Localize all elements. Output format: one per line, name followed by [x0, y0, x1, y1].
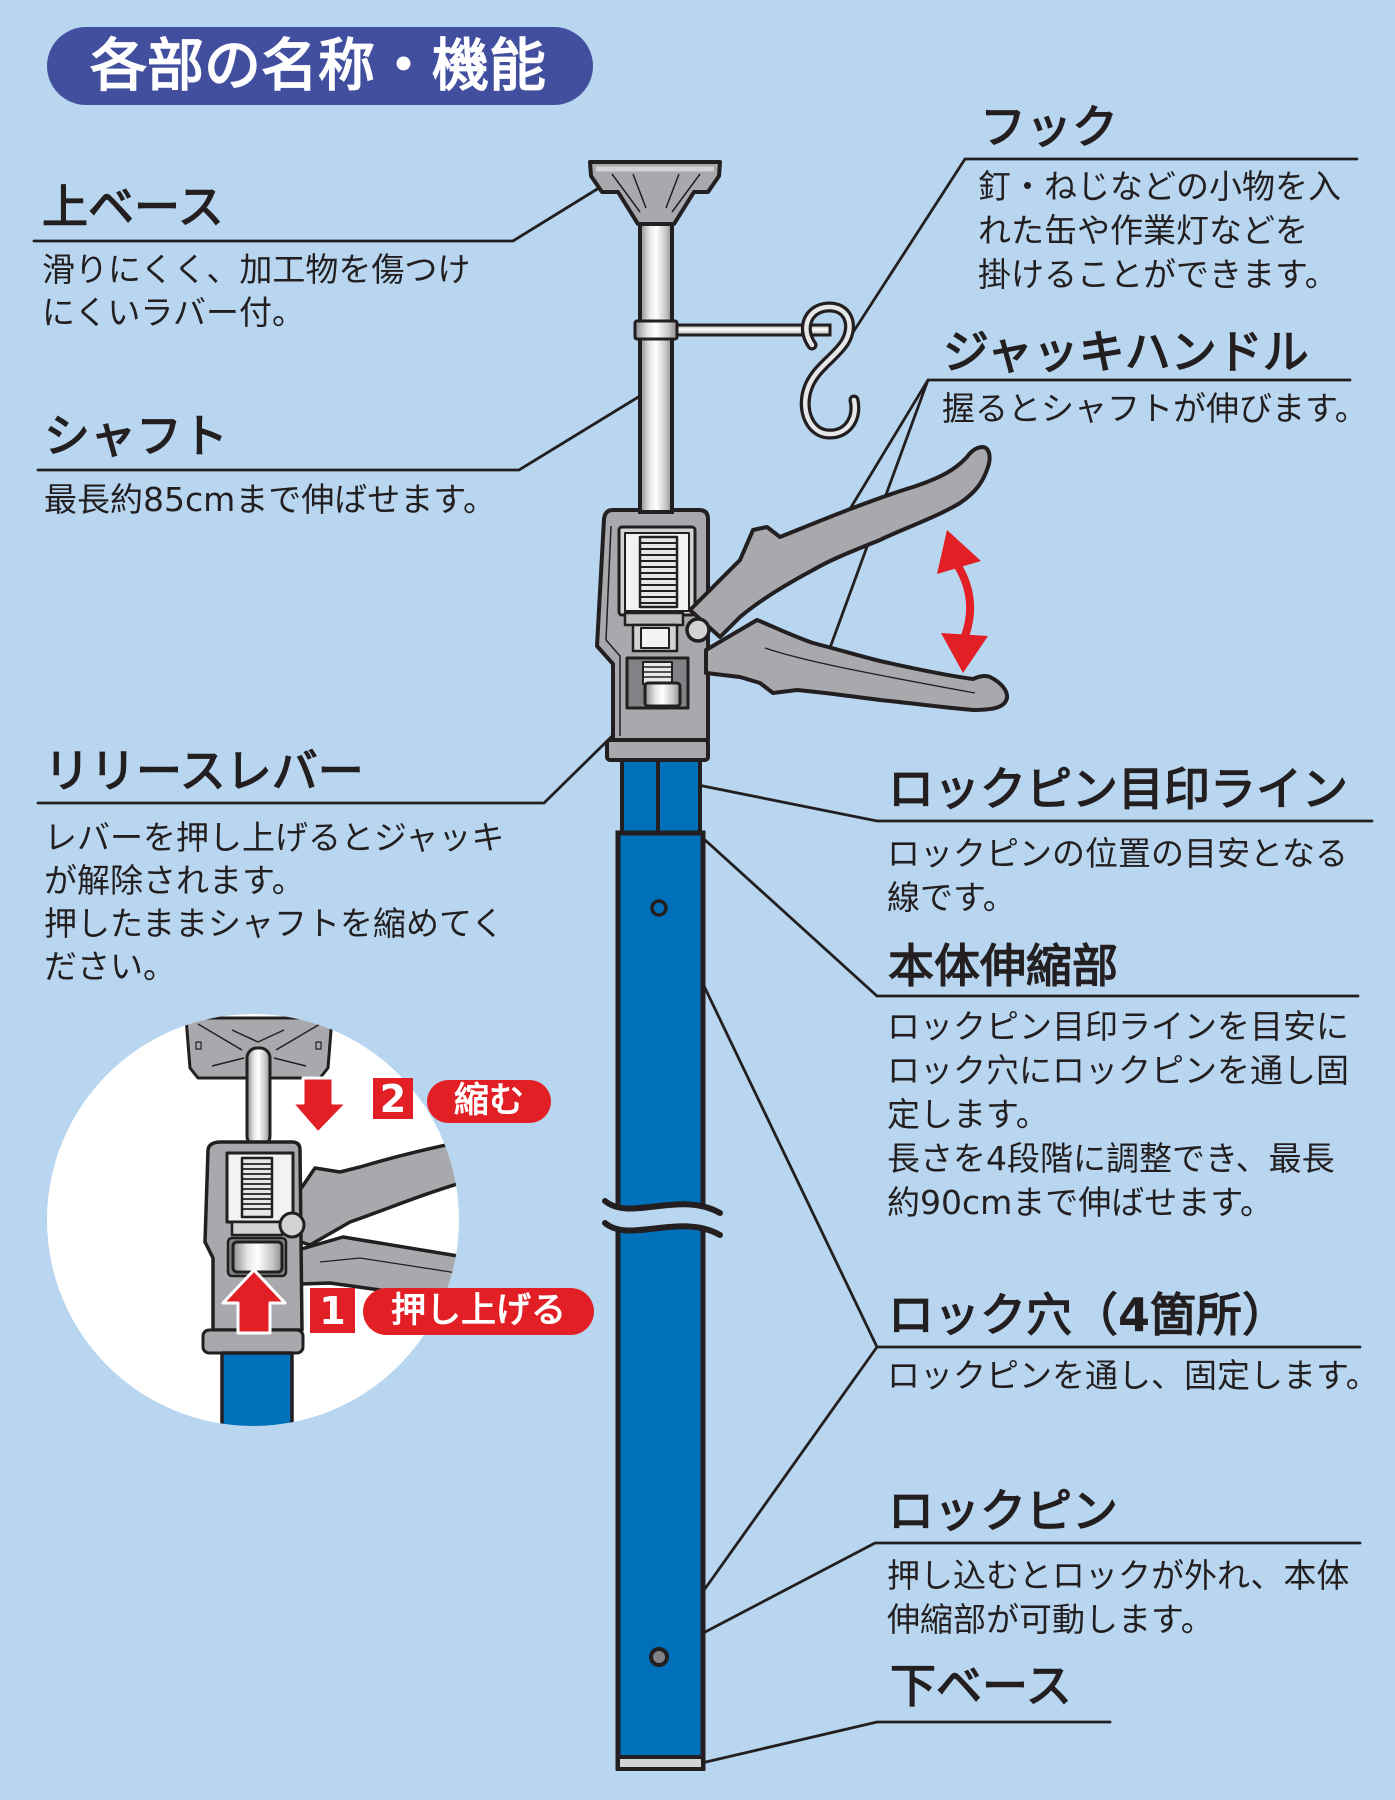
body-line: 線です。 [887, 878, 1016, 917]
body-line: 最長約85cmまで伸ばせます。 [44, 480, 496, 519]
inset-spring [240, 1156, 274, 1219]
lock-pin [649, 1647, 669, 1667]
body-line: 押し込むとロックが外れ、本体 [887, 1556, 1350, 1595]
lower-base [616, 1755, 705, 1771]
label-hook-heading: フック [980, 100, 1118, 154]
label-lock-pin-mark-line-heading: ロックピン目印ライン [888, 762, 1348, 816]
bolt [642, 661, 673, 685]
leader-line-lower-base [691, 1720, 1112, 1767]
inset-pivot-pin [278, 1211, 306, 1239]
body-line: 約90cmまで伸ばせます。 [887, 1183, 1273, 1222]
leader-line-hook [848, 157, 1359, 339]
break-mark [602, 1198, 723, 1238]
body-line: れた缶や作業灯などを [978, 211, 1308, 250]
step-2-label-badge: 縮む [427, 1080, 551, 1123]
step-1-number-badge: 1 [310, 1288, 355, 1333]
body-line: 握るとシャフトが伸びます。 [942, 389, 1368, 428]
label-lock-holes-heading: ロック穴（4箇所） [888, 1288, 1289, 1342]
inset-upper-handle [280, 1138, 459, 1247]
jack-body [595, 508, 710, 762]
upper-base [588, 160, 722, 226]
label-lock-pin-body: 押し込むとロックが外れ、本体 伸縮部が可動します。 [887, 1554, 1349, 1642]
body-line: 滑りにくく、加工物を傷つけ [42, 250, 471, 289]
label-telescopic-body-heading: 本体伸縮部 [888, 939, 1118, 993]
body-line: 定します。 [887, 1095, 1049, 1134]
leader-line-shaft [36, 383, 660, 472]
upper-handle [688, 445, 992, 639]
telescopic-tube [602, 753, 723, 1771]
spring [638, 535, 679, 609]
pivot-pin [685, 617, 711, 643]
inset-detail [47, 1014, 459, 1426]
label-hook-body: 釘・ねじなどの小物を入 れた缶や作業灯などを 掛けることができます。 [978, 165, 1341, 297]
inset-shaft [245, 1046, 272, 1148]
body-line: ださい。 [44, 947, 176, 986]
label-upper-base-body: 滑りにくく、加工物を傷つけ にくいラバー付。 [42, 248, 470, 334]
shaft [638, 218, 674, 514]
s-hook [799, 301, 861, 440]
leader-line-lock-pin-mark [661, 776, 1374, 823]
body-line: ロック穴にロックピンを通し固 [887, 1051, 1349, 1090]
lock-hole [650, 899, 668, 917]
arrow-up-icon [221, 1268, 287, 1335]
step-2-number-badge: 2 [373, 1078, 413, 1119]
label-telescopic-body-body: ロックピン目印ラインを目安に ロック穴にロックピンを通し固 定します。 長さを4… [887, 1005, 1349, 1225]
jack-handle [685, 445, 1010, 712]
body-line: 伸縮部が可動します。 [887, 1600, 1214, 1639]
body-line: 釘・ねじなどの小物を入 [978, 167, 1341, 206]
body-line: ロックピンを通し、固定します。 [887, 1356, 1379, 1395]
label-release-lever-heading: リリースレバー [44, 744, 364, 798]
label-lower-base-heading: 下ベース [890, 1659, 1072, 1713]
label-lock-pin-heading: ロックピン [888, 1484, 1118, 1538]
arrow-down-icon [290, 1076, 349, 1135]
page-title: 各部の名称・機能 [47, 27, 593, 105]
label-upper-base-heading: 上ベース [42, 180, 224, 234]
inset-tube [220, 1351, 294, 1426]
body-line: ロックピン目印ラインを目安に [887, 1007, 1349, 1046]
leader-line-telescopic-body [681, 818, 1360, 998]
label-lock-holes-body: ロックピンを通し、固定します。 [887, 1354, 1379, 1398]
body-line: が解除されます。 [44, 861, 305, 900]
body-line: 掛けることができます。 [978, 255, 1338, 294]
body-line: レバーを押し上げるとジャッキ [44, 818, 505, 857]
label-jack-handle-body: 握るとシャフトが伸びます。 [942, 387, 1368, 431]
body-line: にくいラバー付。 [42, 293, 306, 332]
leader-line-lock-pin [663, 1541, 1362, 1655]
collar [633, 319, 679, 341]
body-line: 押したままシャフトを縮めてく [44, 904, 505, 943]
body-line: ロックピンの位置の目安となる [887, 834, 1349, 873]
inset-release-lever [231, 1240, 284, 1274]
curved-double-arrow-icon [937, 530, 988, 673]
hook-bracket [633, 319, 832, 341]
label-jack-handle-heading: ジャッキハンドル [943, 325, 1309, 379]
body-line: 長さを4段階に調整でき、最長 [887, 1139, 1335, 1178]
label-shaft-heading: シャフト [44, 409, 228, 463]
label-release-lever-body: レバーを押し上げるとジャッキ が解除されます。 押したままシャフトを縮めてく だ… [44, 816, 504, 988]
lower-handle [704, 618, 1010, 712]
label-lock-pin-mark-line-body: ロックピンの位置の目安となる 線です。 [887, 832, 1348, 920]
leader-line-upper-base [32, 181, 609, 243]
step-1-label-badge: 押し上げる [363, 1288, 594, 1335]
release-lever [643, 681, 682, 708]
label-shaft-body: 最長約85cmまで伸ばせます。 [44, 478, 496, 521]
